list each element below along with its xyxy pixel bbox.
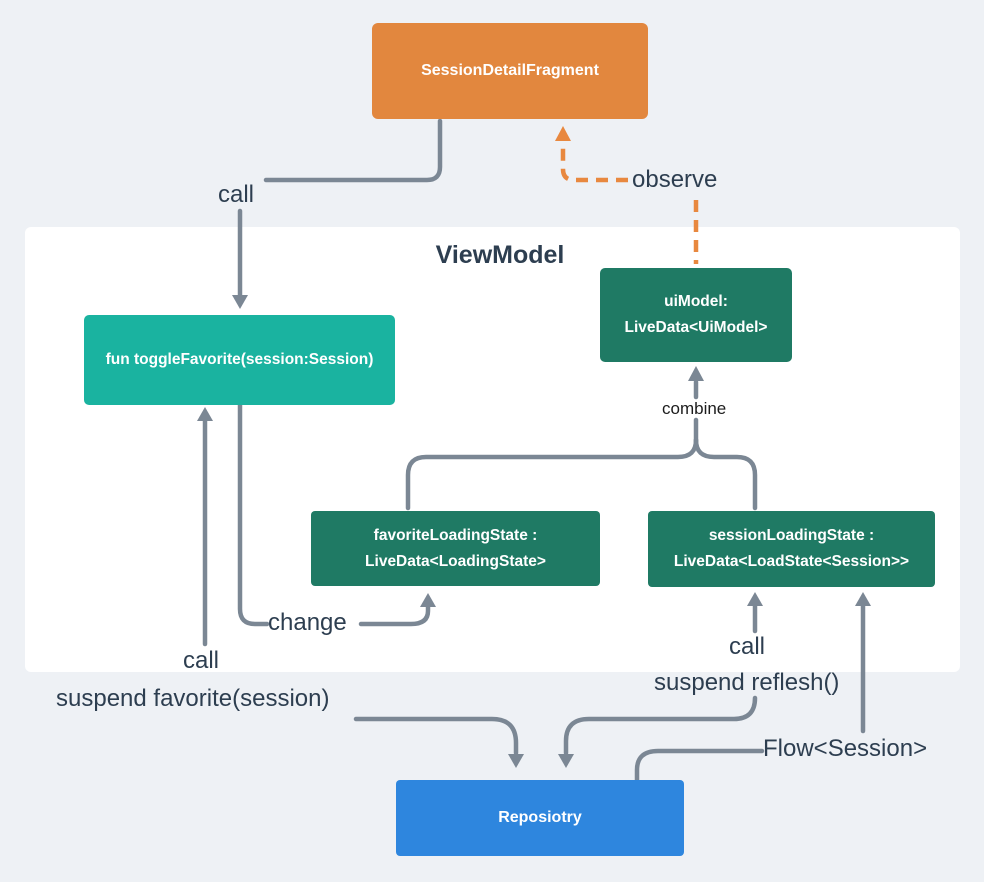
edge-observe-left [560,141,628,183]
edge-label-call-left: call [183,647,220,674]
node-toggle-favorite: fun toggleFavorite(session:Session) [84,315,395,405]
edge-label-flow-session: Flow<Session> [763,735,928,762]
node-session-loading-state: sessionLoadingState : LiveData<LoadState… [648,511,935,587]
node-session-detail-fragment: SessionDetailFragment [372,23,648,119]
node-ui-model-line1: uiModel: [664,293,728,310]
viewmodel-panel [25,227,960,672]
node-favorite-loading-state-line2: LiveData<LoadingState> [365,552,546,570]
edge-label-call-top: call [218,181,255,208]
edge-change-right [358,604,431,627]
edge-label-call-right: call [729,633,766,660]
edge-suspend-favorite [353,716,519,756]
arrowhead-change-up [420,593,436,607]
edge-call-top-upper [263,118,443,183]
edge-label-change: change [268,609,347,636]
node-favorite-loading-state: favoriteLoadingState : LiveData<LoadingS… [311,511,600,586]
node-session-loading-state-line1: sessionLoadingState : [708,527,875,544]
node-ui-model: uiModel: LiveData<UiModel> [600,268,792,362]
node-session-loading-state-line2: LiveData<LoadState<Session>> [673,553,910,570]
edge-label-combine: combine [662,399,727,418]
arrowhead-favorite-down [508,754,524,768]
arrowhead-combine-up [688,366,704,381]
edge-label-observe: observe [632,166,718,193]
arrowhead-reflesh-down [558,754,574,768]
node-toggle-favorite-label: fun toggleFavorite(session:Session) [105,351,374,368]
edge-label-suspend-reflesh: suspend reflesh() [654,669,840,696]
node-repository-label: Reposiotry [498,809,582,826]
arrowhead-observe-up [555,126,571,141]
arrowhead-reflesh-up [747,592,763,606]
node-repository: Reposiotry [396,780,684,856]
arrowhead-call-left-up [197,407,213,421]
arrowhead-into-togglefavorite [232,295,248,309]
edge-fork-right [693,437,758,511]
node-ui-model-line2: LiveData<UiModel> [624,319,768,336]
edge-change-left [237,401,270,627]
viewmodel-title: ViewModel [435,241,565,269]
edge-reflesh-lower [563,695,758,756]
edge-label-suspend-favorite: suspend favorite(session) [56,685,330,712]
edge-flow-lower [634,748,765,783]
node-favorite-loading-state-line1: favoriteLoadingState : [373,526,538,544]
arrowhead-flow-up [855,592,871,606]
node-session-detail-fragment-label: SessionDetailFragment [421,62,599,79]
edge-fork-left [405,437,699,511]
